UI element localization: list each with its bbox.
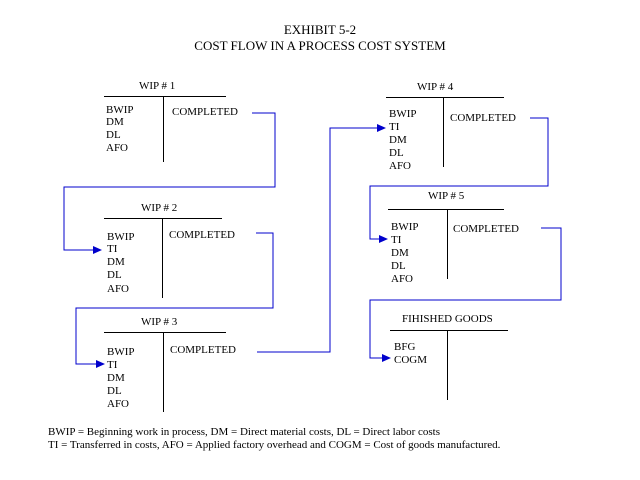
t-account-divider [163,96,164,162]
debit-item: AFO [107,398,130,410]
debit-item: AFO [106,142,129,154]
debit-item: DM [389,134,407,146]
debit-item: BWIP [107,346,135,358]
debit-item: TI [107,243,118,255]
t-account-top-line [386,97,504,98]
debit-item: BFG [394,341,416,353]
debit-item: BWIP [106,104,134,116]
exhibit-number: EXHIBIT 5-2 [283,22,357,37]
debit-item: AFO [389,160,412,172]
t-account-top-line [390,330,508,331]
debit-item: BWIP [391,221,419,233]
account-name: WIP # 4 [417,81,454,93]
debit-item: DL [107,385,122,397]
account-name: WIP # 3 [141,316,178,328]
debit-item: COGM [394,354,428,366]
account-name: WIP # 5 [428,190,465,202]
credit-item: COMPLETED [170,344,236,356]
debit-item: BWIP [107,231,135,243]
legend-line-1: BWIP = Beginning work in process, DM = D… [48,426,441,438]
debit-item: DM [391,247,409,259]
debit-item: DL [107,269,122,281]
debit-item: AFO [107,283,130,295]
flow-arrow-wip2-to-wip3 [75,232,274,368]
account-name: FIHISHED GOODS [402,313,493,325]
t-account-top-line [104,96,226,97]
t-account-divider [163,332,164,412]
debit-item: DL [391,260,406,272]
flow-arrow-wip3-to-wip4 [257,124,386,353]
debit-item: DL [389,147,404,159]
t-account-divider [162,218,163,298]
t-account-top-line [104,218,222,219]
credit-item: COMPLETED [172,106,238,118]
account-name: WIP # 1 [139,80,176,92]
t-account-top-line [104,332,226,333]
debit-item: AFO [391,273,414,285]
flow-arrow-wip5-to-finished-goods [369,227,562,362]
debit-item: TI [391,234,402,246]
debit-item: BWIP [389,108,417,120]
debit-item: DM [106,116,124,128]
debit-item: TI [107,359,118,371]
debit-item: DM [107,256,125,268]
debit-item: DL [106,129,121,141]
legend-line-2: TI = Transferred in costs, AFO = Applied… [48,439,501,451]
t-account-divider [443,97,444,167]
flow-arrow-wip1-to-wip2 [63,112,276,254]
t-account-divider [447,209,448,279]
t-account-top-line [388,209,504,210]
debit-item: TI [389,121,400,133]
t-account-divider [447,330,448,400]
credit-item: COMPLETED [453,223,519,235]
debit-item: DM [107,372,125,384]
credit-item: COMPLETED [169,229,235,241]
exhibit-subtitle: COST FLOW IN A PROCESS COST SYSTEM [194,38,446,53]
credit-item: COMPLETED [450,112,516,124]
account-name: WIP # 2 [141,202,178,214]
flow-arrow-wip4-to-wip5 [369,117,549,243]
